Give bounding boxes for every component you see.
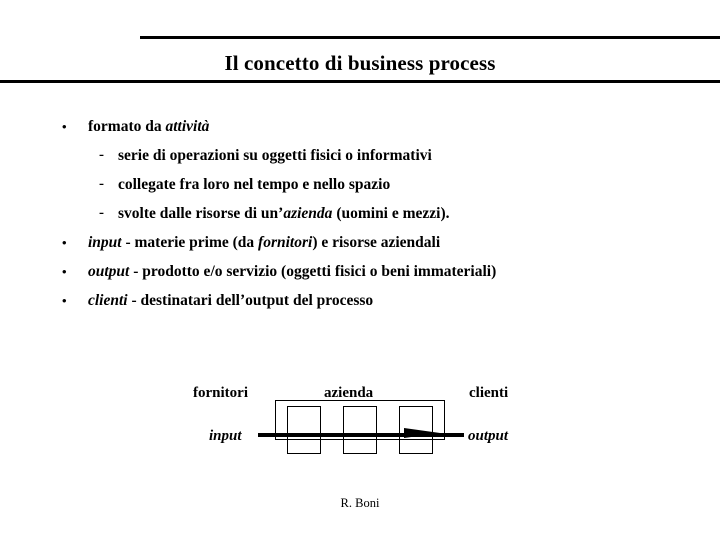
activity-box-1: [287, 406, 321, 454]
bullet-segment: azienda: [283, 205, 333, 222]
bullet-text: clienti - destinatari dell’output del pr…: [88, 286, 373, 315]
bullet-segment: output: [88, 263, 130, 280]
bullet-row: • formato da attività: [0, 112, 720, 141]
bullet-segment: svolte dalle risorse di un’: [118, 205, 284, 222]
bullet-text: formato da attività: [88, 112, 209, 141]
title-rule-top: [140, 36, 720, 39]
dash-marker-icon: -: [99, 176, 104, 192]
bullet-text: collegate fra loro nel tempo e nello spa…: [118, 170, 390, 199]
bullet-segment: ) e risorse aziendali: [312, 234, 441, 251]
bullet-row: -serie di operazioni su oggetti fisici o…: [0, 141, 720, 170]
process-diagram: fornitori azienda clienti input output: [0, 378, 720, 473]
bullet-marker-icon: •: [62, 235, 67, 250]
bullet-text: output - prodotto e/o servizio (oggetti …: [88, 257, 496, 286]
bullet-segment: formato da: [88, 118, 166, 135]
diagram-label-input: input: [209, 428, 242, 444]
bullet-segment: input: [88, 234, 122, 251]
footer-author: R. Boni: [340, 496, 380, 510]
bullet-row: • clienti - destinatari dell’output del p…: [0, 286, 720, 315]
bullet-row: • input - materie prime (da fornitori) e …: [0, 228, 720, 257]
bullet-marker-icon: •: [62, 264, 67, 279]
bullet-row: • output - prodotto e/o servizio (oggetti…: [0, 257, 720, 286]
bullet-row: -svolte dalle risorse di un’azienda (uom…: [0, 199, 720, 228]
bullet-segment: serie di operazioni su oggetti fisici o …: [118, 147, 432, 164]
dash-marker-icon: -: [99, 205, 104, 221]
bullet-text: svolte dalle risorse di un’azienda (uomi…: [118, 199, 450, 228]
diagram-label-clienti: clienti: [469, 385, 509, 401]
slide-header: Il concetto di business process: [0, 0, 720, 86]
bullet-segment: attività: [165, 118, 210, 135]
diagram-label-fornitori: fornitori: [193, 385, 248, 401]
bullet-segment: fornitori: [258, 234, 313, 251]
dash-marker-icon: -: [99, 147, 104, 163]
bullet-segment: - destinatari dell’output del processo: [127, 292, 374, 309]
process-flow-line: [258, 433, 464, 437]
bullet-segment: collegate fra loro nel tempo e nello spa…: [118, 176, 391, 193]
flow-arrowhead-icon: [404, 428, 440, 438]
bullet-segment: (uomini e mezzi).: [332, 205, 450, 222]
bullet-marker-icon: •: [62, 119, 67, 134]
diagram-label-output: output: [468, 428, 509, 444]
bullet-segment: - prodotto e/o servizio (oggetti fisici …: [129, 263, 497, 280]
page-title: Il concetto di business process: [224, 51, 496, 75]
bullet-text: serie di operazioni su oggetti fisici o …: [118, 141, 432, 170]
diagram-label-azienda: azienda: [324, 385, 374, 401]
activity-box-2: [343, 406, 377, 454]
bullet-row: -collegate fra loro nel tempo e nello sp…: [0, 170, 720, 199]
bullet-list: •formato da attività-serie di operazioni…: [0, 112, 720, 315]
azienda-boundary-box: [275, 400, 445, 440]
title-rule-bottom: [0, 80, 720, 83]
bullet-marker-icon: •: [62, 293, 67, 308]
bullet-text: input - materie prime (da fornitori) e r…: [88, 228, 440, 257]
bullet-segment: - materie prime (da: [121, 234, 259, 251]
bullet-segment: clienti: [88, 292, 128, 309]
